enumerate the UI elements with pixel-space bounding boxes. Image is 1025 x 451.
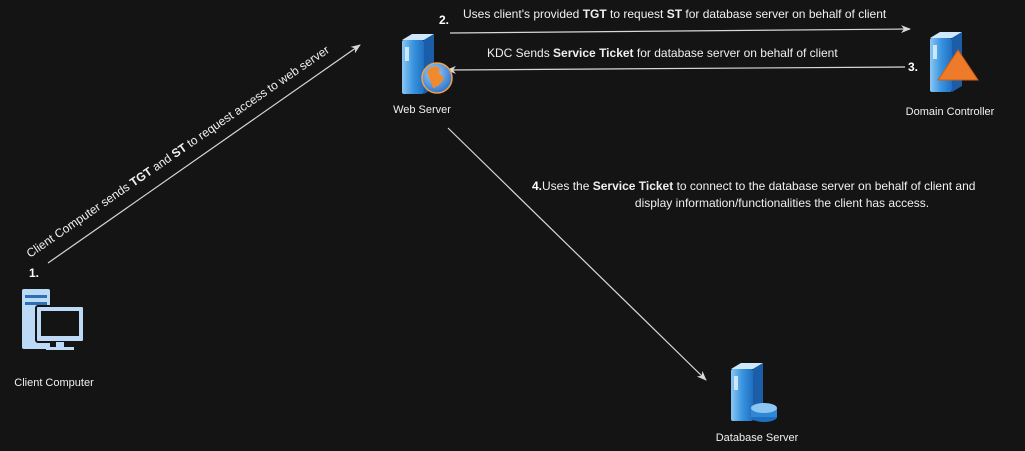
database-server-node[interactable]: Database Server — [716, 363, 799, 444]
step2-text-tgt: TGT — [583, 7, 608, 21]
edge-client-to-web — [47, 44, 361, 264]
step2-label: Uses client's provided TGT to request ST… — [463, 7, 887, 21]
step4-text-pre: Uses the — [542, 179, 593, 193]
web-server-label: Web Server — [393, 104, 451, 116]
step4-text-service-ticket: Service Ticket — [593, 179, 674, 193]
web-server-icon — [402, 34, 453, 94]
svg-text:Client Computer sends TGT and: Client Computer sends TGT and ST to requ… — [24, 43, 332, 261]
step3-text-pre: KDC Sends — [487, 46, 553, 60]
domain-controller-node[interactable]: Domain Controller — [906, 32, 995, 118]
step2-number: 2. — [439, 13, 449, 27]
step4-label-line2: display information/functionalities the … — [635, 196, 929, 210]
step3-number: 3. — [908, 60, 918, 74]
step2-text-st: ST — [667, 7, 683, 21]
web-server-node[interactable]: Web Server — [393, 34, 453, 116]
step4-number: 4. — [532, 179, 542, 193]
step3-text-service-ticket: Service Ticket — [553, 46, 634, 60]
domain-controller-icon — [930, 32, 979, 92]
client-computer-icon — [22, 289, 85, 350]
database-server-icon — [731, 363, 777, 422]
step1-text-post: to request access to web server — [182, 43, 332, 152]
step1-label: Client Computer sends TGT and ST to requ… — [24, 43, 332, 261]
edge-web-to-dc — [449, 25, 911, 34]
step2-text-pre: Uses client's provided — [463, 7, 583, 21]
step3-text-post: for database server on behalf of client — [634, 46, 839, 60]
client-computer-node[interactable]: Client Computer — [14, 289, 94, 389]
domain-controller-label: Domain Controller — [906, 106, 995, 118]
step4-label-line1: 4.Uses the Service Ticket to connect to … — [532, 179, 975, 193]
database-server-label: Database Server — [716, 432, 799, 444]
client-computer-label: Client Computer — [14, 377, 94, 389]
step2-text-post: for database server on behalf of client — [682, 7, 887, 21]
step1-text-pre: Client Computer sends — [24, 178, 135, 261]
edge-web-to-db — [447, 127, 707, 381]
step4-text-post: to connect to the database server on beh… — [673, 179, 975, 193]
edge-dc-to-web — [446, 65, 906, 74]
step2-text-mid: to request — [607, 7, 667, 21]
step1-number: 1. — [29, 266, 39, 280]
step3-label: KDC Sends Service Ticket for database se… — [487, 46, 838, 60]
